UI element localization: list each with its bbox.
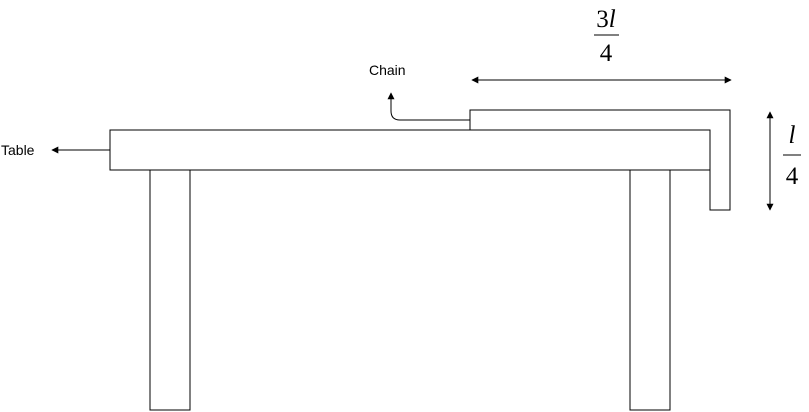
chain bbox=[469, 109, 731, 211]
chain-pointer-arrow bbox=[387, 92, 470, 121]
table-top bbox=[109, 129, 711, 171]
table-label: Table bbox=[1, 142, 35, 158]
table-leg-right bbox=[629, 169, 671, 411]
top-fraction-numerator: 3l bbox=[596, 6, 616, 33]
top-fraction-denominator: 4 bbox=[600, 40, 613, 67]
side-fraction-denominator: 4 bbox=[786, 163, 799, 190]
chain-label: Chain bbox=[369, 62, 406, 78]
table-leg-left bbox=[149, 169, 191, 411]
side-fraction-numerator: l bbox=[789, 122, 796, 149]
